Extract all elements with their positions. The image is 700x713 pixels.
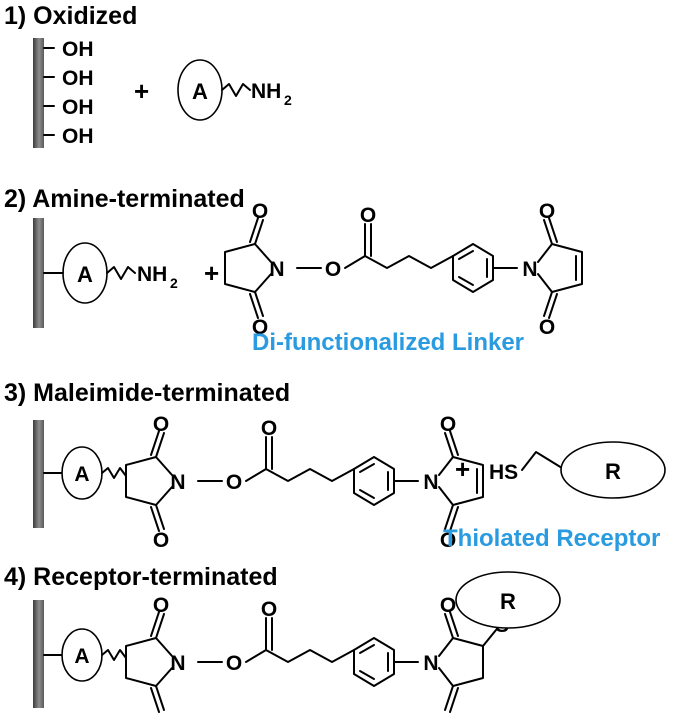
oxygen-label: O [360,204,376,227]
maleimide-monolayer: A N O O O O N O O [43,413,484,552]
oxygen-label: O [440,529,456,552]
thiol-label: HS [489,461,518,484]
plus-sign: + [134,76,149,106]
nitrogen-label: N [423,652,438,675]
step-4-title: 4) Receptor-terminated [4,563,278,591]
aminosilane-reagent: A NH 2 [177,59,292,121]
aminosilane-label: A [74,463,89,486]
step-3-title: 3) Maleimide-terminated [4,379,290,407]
oxygen-label: O [539,200,555,223]
oxygen-label: O [153,594,169,617]
oxygen-label: O [261,417,277,440]
step-2-title: 2) Amine-terminated [4,185,245,213]
amine-label: NH [251,80,281,103]
nitrogen-label: N [423,471,438,494]
aminosilane-label: A [192,79,208,104]
nitrogen-label: N [522,258,537,281]
receptor-caption: Thiolated Receptor [443,525,660,552]
oxygen-label: O [440,594,456,617]
aminosilane-label: A [77,262,93,287]
linker-molecule: N O O O O N O O [224,200,583,339]
hydroxyl-label: OH [62,125,94,148]
plus-sign: + [455,454,470,484]
receptor-monolayer: A N O O O O N O O S R [43,571,561,713]
thiolated-receptor: HS R [489,441,666,499]
surface-1 [33,38,44,148]
linker-caption: Di-functionalized Linker [252,329,524,356]
surface-4 [33,600,44,708]
oxygen-label: O [252,316,268,339]
nitrogen-label: N [170,471,185,494]
hydroxyl-label: OH [62,38,94,61]
amine-monolayer: A NH 2 [43,242,178,304]
amine-subscript: 2 [170,275,178,291]
nitrogen-label: N [170,652,185,675]
plus-sign: + [204,258,219,288]
oxygen-label: O [440,710,456,713]
hydroxyl-label: OH [62,67,94,90]
step-1-title: 1) Oxidized [4,2,137,30]
oxygen-label: O [440,413,456,436]
oxygen-label: O [539,316,555,339]
oxygen-label: O [226,652,242,675]
amine-subscript: 2 [284,92,292,108]
receptor-label: R [500,589,516,614]
surface-2 [33,218,44,328]
hydroxyl-groups: OH OH OH OH [43,38,94,148]
receptor-label: R [605,459,621,484]
oxygen-label: O [153,413,169,436]
amine-label: NH [137,263,167,286]
hydroxyl-label: OH [62,96,94,119]
oxygen-label: O [153,529,169,552]
surface-3 [33,420,44,528]
nitrogen-label: N [269,258,284,281]
oxygen-label: O [226,471,242,494]
oxygen-label: O [153,710,169,713]
oxygen-label: O [325,258,341,281]
oxygen-label: O [261,598,277,621]
oxygen-label: O [252,200,268,223]
aminosilane-label: A [74,645,89,668]
